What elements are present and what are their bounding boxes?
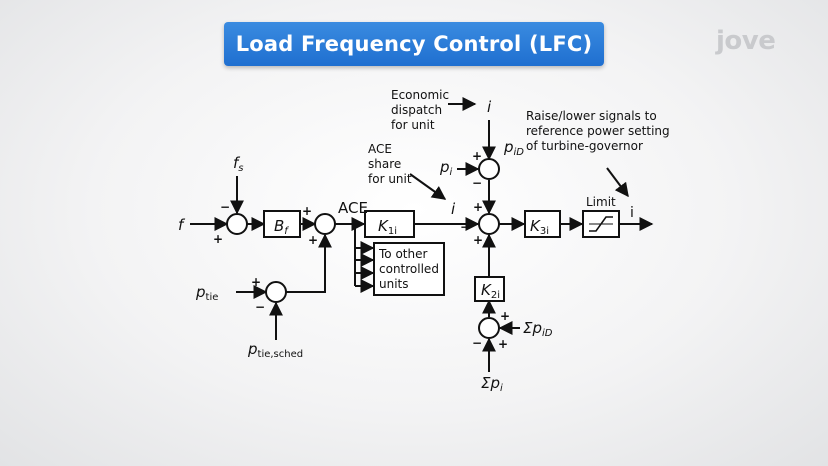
limit-block: Limit bbox=[582, 195, 620, 238]
i-label-dispatch: i bbox=[487, 98, 492, 116]
svg-text:K3i: K3i bbox=[530, 217, 549, 237]
raise-lower-line-2: reference power setting bbox=[526, 124, 670, 138]
frequency-label: f bbox=[178, 216, 186, 234]
sign: − bbox=[220, 200, 230, 214]
ace-share-pointer bbox=[409, 173, 447, 200]
sign: + bbox=[213, 232, 223, 246]
economic-dispatch-line-2: dispatch bbox=[391, 103, 442, 117]
raise-lower-pointer bbox=[606, 167, 629, 198]
k1-block: K1i bbox=[364, 210, 415, 238]
ptie-label: ptie bbox=[195, 283, 218, 303]
title-banner: Load Frequency Control (LFC) bbox=[224, 22, 604, 66]
sign: + bbox=[308, 233, 318, 247]
i-label-ace: i bbox=[451, 200, 456, 218]
limit-label: Limit bbox=[586, 195, 616, 209]
pi-label: pi bbox=[439, 158, 453, 178]
ace-share-line-3: for unit bbox=[368, 172, 412, 186]
sign: + bbox=[472, 149, 482, 163]
economic-dispatch-line-1: Economic bbox=[391, 88, 449, 102]
ace-share-line-1: ACE bbox=[368, 142, 392, 156]
other-units-line-3: units bbox=[379, 277, 409, 291]
page-title: Load Frequency Control (LFC) bbox=[235, 32, 593, 56]
k2-block: K2i bbox=[474, 276, 505, 302]
jove-logo: jove bbox=[716, 26, 776, 56]
summing-junction-frequency bbox=[226, 213, 248, 235]
sign: + bbox=[473, 233, 483, 247]
sign: − bbox=[472, 336, 482, 350]
svg-text:K2i: K2i bbox=[481, 281, 500, 301]
i-label-output: i bbox=[630, 205, 634, 221]
sign: − bbox=[460, 220, 470, 234]
sign: − bbox=[472, 176, 482, 190]
summing-junction-area bbox=[478, 317, 500, 339]
ace-share-line-2: share bbox=[368, 157, 401, 171]
raise-lower-line-1: Raise/lower signals to bbox=[526, 109, 657, 123]
fs-label: fs bbox=[233, 154, 244, 174]
sign: + bbox=[251, 275, 261, 289]
summing-junction-unit bbox=[478, 213, 500, 235]
sign: + bbox=[498, 337, 508, 351]
summing-junction-ace bbox=[314, 213, 336, 235]
svg-text:Bf: Bf bbox=[274, 217, 289, 237]
other-units-line-1: To other bbox=[378, 247, 427, 261]
economic-dispatch-line-3: for unit bbox=[391, 118, 435, 132]
raise-lower-line-3: of turbine-governor bbox=[526, 139, 643, 153]
ptie-sched-label: ptie,sched bbox=[247, 340, 303, 360]
sum-pi-label: Σpi bbox=[481, 374, 503, 394]
sign: + bbox=[500, 309, 510, 323]
sign: + bbox=[473, 200, 483, 214]
ace-label: ACE bbox=[338, 199, 368, 217]
piD-label: piD bbox=[503, 138, 524, 158]
svg-text:K1i: K1i bbox=[378, 217, 397, 237]
sign: + bbox=[302, 204, 312, 218]
summing-junction-dispatch bbox=[478, 158, 500, 180]
summing-junction-tie bbox=[265, 281, 287, 303]
sign: − bbox=[255, 300, 265, 314]
bf-block: Bf bbox=[263, 210, 301, 238]
signal-wires bbox=[190, 97, 654, 372]
k3-block: K3i bbox=[524, 210, 561, 238]
sum-piD-label: ΣpiD bbox=[523, 319, 553, 339]
other-units-line-2: controlled bbox=[379, 262, 439, 276]
other-units-block: To other controlled units bbox=[373, 242, 445, 296]
